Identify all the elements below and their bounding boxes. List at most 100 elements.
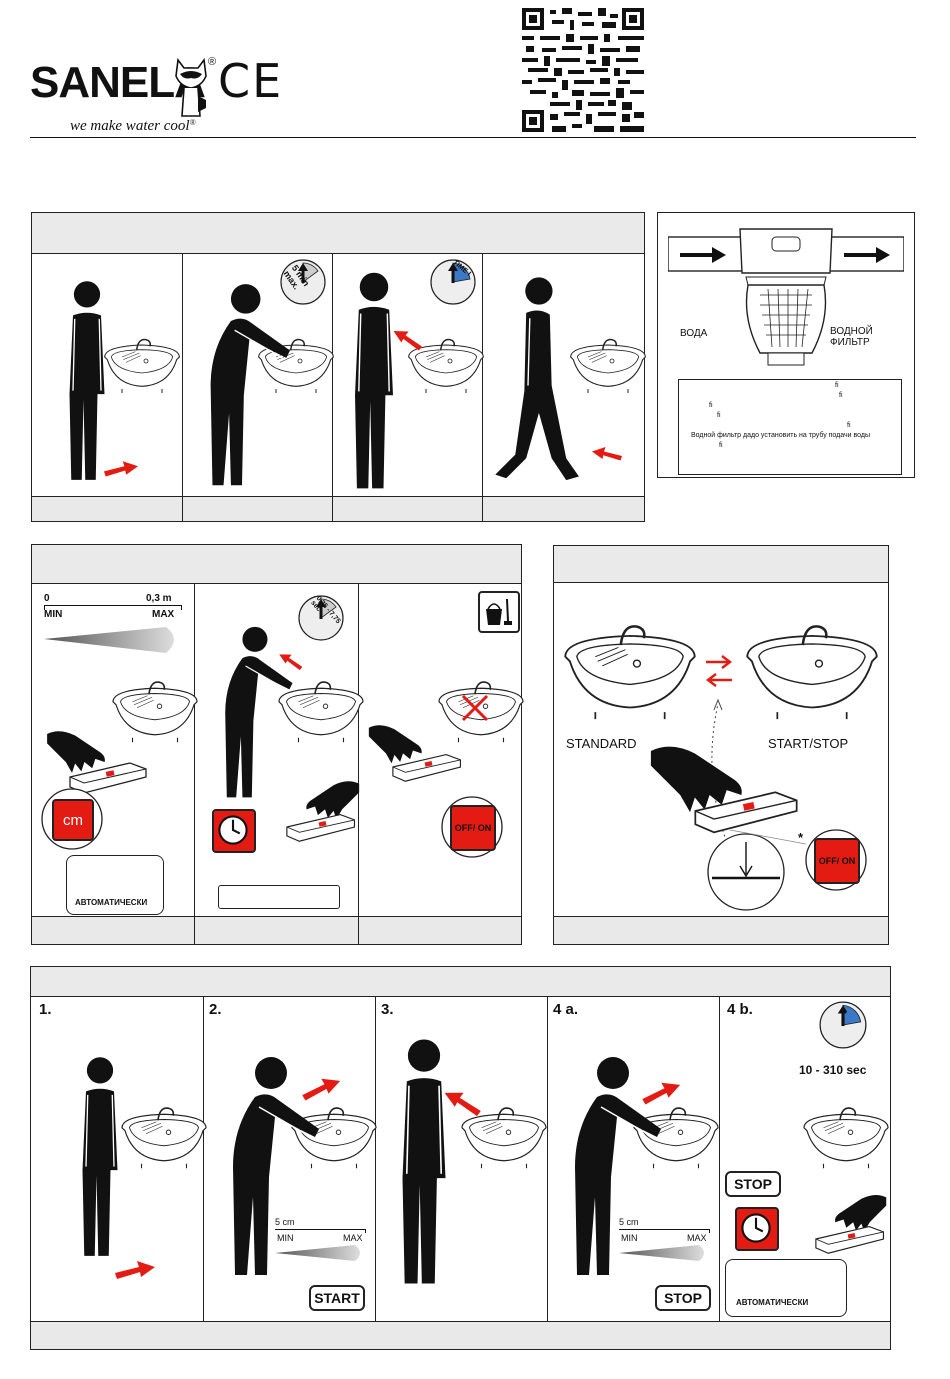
note-mark-5: fi	[847, 422, 851, 429]
filter-label: ВОДНОЙ ФИЛЬТР	[830, 326, 873, 348]
washbasin	[110, 673, 200, 753]
note-mark-6: fi	[719, 442, 723, 449]
control-box	[278, 809, 358, 845]
divider	[182, 254, 183, 521]
divider	[482, 254, 483, 521]
scale-line	[44, 605, 182, 610]
divider	[358, 584, 359, 944]
range-5cm: 5 cm	[275, 1217, 295, 1227]
sensor-beam	[275, 1245, 360, 1261]
dotted-pointer	[711, 698, 729, 846]
step-3-label: 3.	[381, 1001, 394, 1018]
person-standing	[65, 1023, 135, 1291]
timer-button[interactable]	[212, 809, 256, 853]
registered-mark: ®	[208, 56, 217, 68]
scale-line	[619, 1229, 710, 1233]
raccoon-mascot-icon	[175, 57, 207, 117]
sequence-panel: 1. 2. 3. 4 a. 4 b. 5 cm MIN MAX START 5 …	[30, 966, 891, 1350]
red-arrow-icon	[104, 459, 138, 477]
note-mark-1: fi	[835, 382, 839, 389]
step-1-label: 1.	[39, 1001, 52, 1018]
divider	[375, 997, 376, 1321]
cleaning-icon-box	[478, 591, 520, 633]
auto-mode-label: АВТОМАТИЧЕСКИ	[736, 1298, 809, 1307]
range-max: MAX	[152, 609, 175, 620]
timer-button[interactable]	[735, 1207, 779, 1251]
ce-mark: CE	[218, 54, 284, 108]
step-4b-label: 4 b.	[727, 1001, 753, 1018]
usage-panel: 5 min max. TIME I	[31, 212, 645, 522]
mode-header-bar	[554, 546, 888, 583]
mode-off-on-button[interactable]: OFF/ ON	[814, 838, 860, 884]
control-box	[384, 749, 464, 785]
range-max: MAX	[343, 1233, 363, 1243]
red-arrow-icon	[115, 1259, 155, 1279]
bucket-mop-icon	[486, 598, 512, 625]
step-2-label: 2.	[209, 1001, 222, 1018]
person-bending	[210, 619, 314, 799]
filter-panel: ВОДА ВОДНОЙ ФИЛЬТР fi fi fi fi fi Водной…	[657, 212, 915, 478]
settings-panel: 0 0,3 m MIN MAX cm АВТОМАТИЧЕСКИ 0,25 - …	[31, 544, 522, 945]
sensor-beam	[44, 627, 174, 653]
note-sentence: Водной фильтр дадо установить на трубу п…	[691, 432, 870, 439]
start-button[interactable]: START	[309, 1285, 365, 1311]
sequence-footer-bar	[31, 1321, 890, 1349]
washbasin-standard	[560, 622, 700, 726]
person-standing-arms	[381, 1031, 467, 1293]
filter-note-box: fi fi fi fi fi Водной фильтр дадо устано…	[678, 379, 902, 475]
scale-start: 0	[44, 593, 50, 604]
disabled-cross-icon	[461, 694, 489, 722]
divider	[203, 997, 204, 1321]
range-5cm: 5 cm	[619, 1217, 639, 1227]
settings-header-bar	[32, 545, 521, 584]
max-time-dial-icon	[280, 259, 326, 305]
washbasin-startstop	[742, 622, 882, 726]
tagline-text: we make water cool	[70, 118, 190, 134]
divider	[547, 997, 548, 1321]
control-box	[807, 1221, 887, 1257]
divider	[194, 584, 195, 944]
note-mark-2: fi	[839, 392, 843, 399]
mode-panel: STANDARD START/STOP * OFF/ ON	[553, 545, 889, 945]
water-filter-illustration	[668, 228, 904, 366]
step-4a-label: 4 a.	[553, 1001, 579, 1018]
callout-line	[730, 829, 807, 845]
qr-code	[522, 8, 644, 132]
note-mark-3: fi	[709, 402, 713, 409]
mode-footer-bar	[554, 916, 888, 944]
usage-header-bar	[32, 213, 644, 254]
note-mark-4: fi	[717, 412, 721, 419]
startstop-label: START/STOP	[768, 736, 849, 751]
auto-mode-box: АВТОМАТИЧЕСКИ	[66, 855, 164, 915]
range-min: MIN	[277, 1233, 294, 1243]
stop-button[interactable]: STOP	[655, 1285, 711, 1311]
standard-label: STANDARD	[566, 736, 637, 751]
washbasin	[801, 1097, 891, 1181]
red-arrow-icon	[592, 445, 622, 461]
sensor-beam	[619, 1245, 704, 1261]
interval-dial-icon	[298, 595, 344, 641]
scale-end: 0,3 m	[146, 593, 172, 604]
swap-arrows-icon	[706, 655, 732, 687]
timer-field	[218, 885, 340, 909]
cm-button[interactable]: cm	[52, 799, 94, 841]
clock-icon	[216, 813, 250, 847]
tagline-mark: ®	[189, 118, 196, 127]
person-standing-arms	[336, 267, 412, 495]
detail-circle	[707, 833, 785, 911]
person-walking	[488, 267, 588, 495]
off-on-button[interactable]: OFF/ ON	[450, 805, 496, 851]
duration-label: 10 - 310 sec	[799, 1063, 867, 1077]
stop-button-b[interactable]: STOP	[725, 1171, 781, 1197]
asterisk: *	[798, 830, 804, 845]
header-divider	[30, 137, 916, 138]
water-timer-icon	[430, 259, 476, 305]
settings-footer-bar	[32, 916, 521, 944]
auto-mode-box: АВТОМАТИЧЕСКИ	[725, 1259, 847, 1317]
clock-icon	[739, 1211, 773, 1245]
auto-mode-label: АВТОМАТИЧЕСКИ	[75, 898, 148, 907]
sequence-header-bar	[31, 967, 890, 997]
water-timer-icon	[819, 1001, 867, 1049]
divider	[719, 997, 720, 1321]
range-max: MAX	[687, 1233, 707, 1243]
